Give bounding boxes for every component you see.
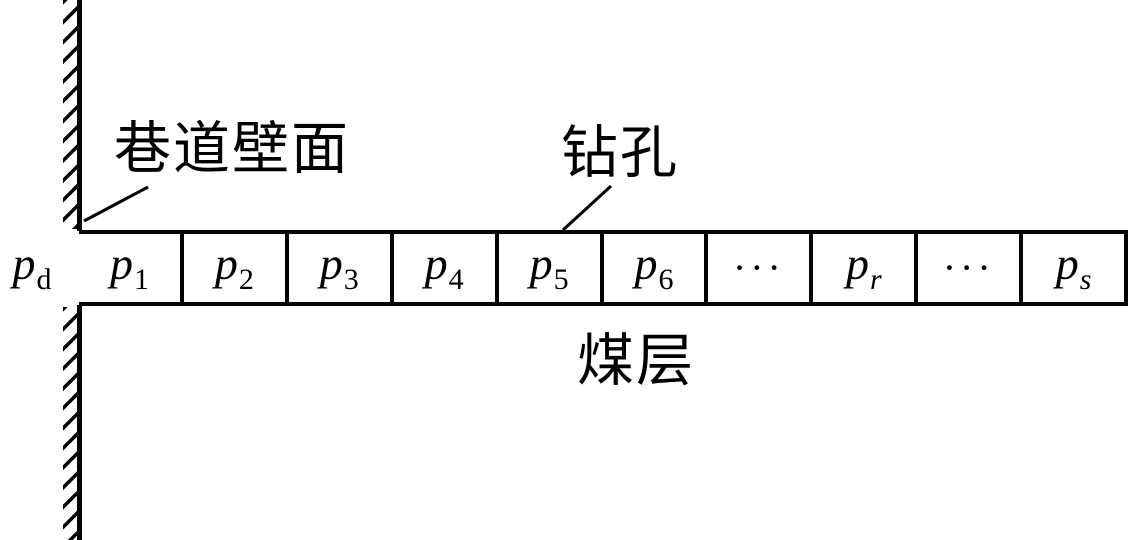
cell-label-base: p [529, 238, 553, 289]
roadway-wall-upper [77, 0, 82, 231]
wall-hatching-lower [63, 307, 78, 540]
cell-label-sub: 2 [238, 263, 254, 296]
pressure-cell-s: ps [1019, 234, 1124, 302]
pressure-cell-4: p4 [389, 234, 495, 302]
roadway-wall-lower [77, 305, 82, 540]
cell-label-base: p [424, 238, 448, 289]
cell-label-sub: r [869, 263, 882, 296]
pressure-cell-6: p6 [599, 234, 705, 302]
pressure-symbol: p [12, 238, 36, 289]
leader-line-borehole [561, 184, 613, 232]
ellipsis-glyph: ··· [732, 245, 785, 290]
cell-label-sub: 4 [448, 263, 464, 296]
roadway-pressure-label: pd [0, 230, 64, 306]
cell-label-base: p [845, 238, 869, 289]
ellipsis-glyph: ··· [942, 245, 995, 290]
pressure-cell-2: p2 [179, 234, 285, 302]
pressure-cell-1: p1 [79, 234, 180, 302]
borehole-label: 钻孔 [561, 122, 679, 185]
pressure-subscript: d [36, 263, 52, 296]
cell-label-base: p [109, 238, 133, 289]
cell-label-sub: 5 [553, 263, 569, 296]
cell-label-sub: s [1079, 263, 1092, 296]
pressure-cell-5: p5 [494, 234, 600, 302]
cell-label-base: p [319, 238, 343, 289]
cell-label-base: p [634, 238, 658, 289]
roadway-wall-label: 巷道壁面 [114, 118, 350, 181]
pressure-cell-ellipsis-1: ··· [704, 234, 809, 302]
cell-label-sub: 3 [343, 263, 359, 296]
pressure-cell-3: p3 [284, 234, 390, 302]
pressure-cell-r: pr [809, 234, 914, 302]
leader-line-roadway-wall [83, 185, 149, 223]
coal-seam-label: 煤层 [577, 330, 695, 393]
pressure-cell-row: p1 p2 p3 p4 p5 p6 ··· pr ··· ps [79, 230, 1128, 306]
wall-hatching-upper [63, 0, 78, 229]
pressure-cell-ellipsis-2: ··· [914, 234, 1019, 302]
cell-label-sub: 6 [658, 263, 674, 296]
cell-label-base: p [1055, 238, 1079, 289]
cell-label-sub: 1 [133, 263, 149, 296]
cell-label-base: p [214, 238, 238, 289]
